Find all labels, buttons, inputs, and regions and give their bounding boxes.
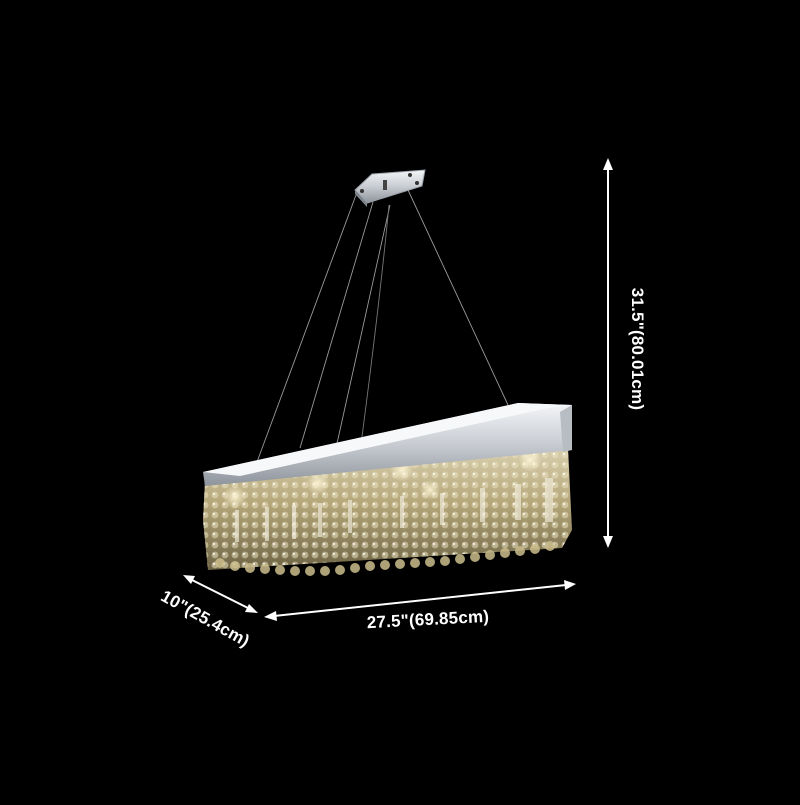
- suspension-cables: [253, 189, 509, 471]
- crystal-body: [203, 448, 572, 576]
- chrome-frame: [203, 403, 572, 486]
- ceiling-canopy: [354, 169, 426, 207]
- height-dimension-arrow: [603, 158, 613, 548]
- depth-dimension-arrow: [183, 575, 258, 613]
- length-dimension-arrow: [264, 580, 576, 621]
- height-dimension-label: 31.5"(80.01cm): [628, 287, 647, 411]
